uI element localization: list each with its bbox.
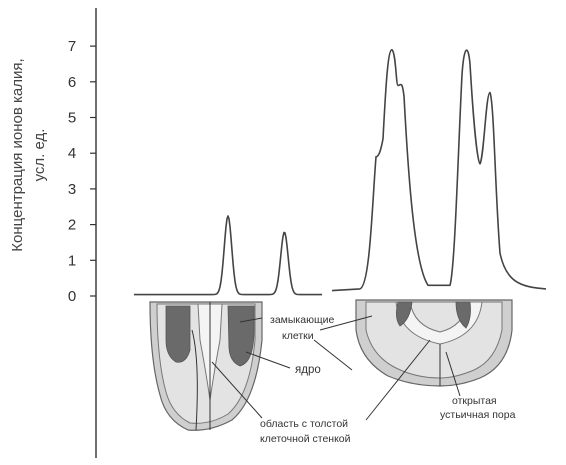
label-open-pore-1: открытая: [452, 395, 497, 407]
label-open-pore-2: устьичная пора: [440, 409, 516, 421]
y-tick-label: 3: [68, 181, 76, 198]
y-axis-label-line1: Концентрация ионов калия,: [9, 58, 26, 251]
label-guard-cells-2: клетки: [282, 330, 314, 342]
y-axis-ticks: 0 1 2 3 4 5 6 7: [68, 38, 96, 305]
y-tick-label: 7: [68, 38, 76, 55]
label-guard-cells-1: замыкающие: [270, 314, 334, 326]
label-thick-wall-2: клеточной стенкой: [260, 433, 351, 445]
open-stoma-diagram: [355, 299, 513, 387]
closed-stoma-curve: [134, 215, 322, 296]
y-tick-label: 0: [68, 288, 76, 305]
y-tick-label: 6: [68, 74, 76, 91]
label-thick-wall-1: область с толстой: [260, 418, 348, 430]
y-tick-label: 1: [68, 252, 76, 269]
y-tick-label: 4: [68, 145, 76, 162]
open-stoma-curve: [331, 48, 547, 292]
y-tick-label: 2: [68, 217, 76, 234]
y-tick-label: 5: [68, 110, 76, 127]
y-axis-label-line2: усл. ед.: [31, 129, 48, 182]
closed-stoma-diagram: [149, 301, 263, 431]
label-nucleus: ядро: [295, 364, 321, 376]
